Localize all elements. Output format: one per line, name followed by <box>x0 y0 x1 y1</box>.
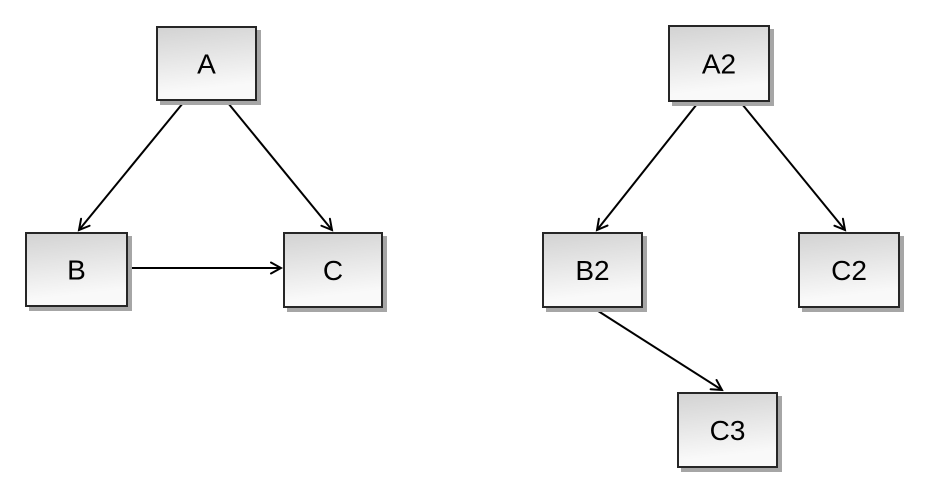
node-box <box>25 232 128 307</box>
edge-A-C <box>227 102 332 230</box>
node-box <box>283 232 383 308</box>
node-C3[interactable]: C3 <box>677 392 782 472</box>
node-label: A2 <box>702 48 736 79</box>
node-label: B2 <box>575 255 609 286</box>
edge-A2-C2 <box>741 103 845 230</box>
node-C2[interactable]: C2 <box>798 232 904 312</box>
edge-B2-C3 <box>594 308 722 390</box>
edge-A2-B2 <box>597 103 698 230</box>
node-box <box>542 232 643 308</box>
node-A[interactable]: A <box>156 26 261 105</box>
node-box <box>668 25 770 102</box>
node-A2[interactable]: A2 <box>668 25 774 106</box>
node-label: C2 <box>831 255 867 286</box>
node-box <box>677 392 778 468</box>
node-label: B <box>67 254 86 285</box>
node-B2[interactable]: B2 <box>542 232 647 312</box>
node-box <box>156 26 257 101</box>
node-label: C3 <box>710 415 746 446</box>
left-graph: A B C <box>25 26 387 312</box>
node-B[interactable]: B <box>25 232 132 311</box>
node-C[interactable]: C <box>283 232 387 312</box>
node-box <box>798 232 900 308</box>
node-label: A <box>197 48 216 79</box>
edge-A-B <box>79 102 184 230</box>
node-label: C <box>323 255 343 286</box>
